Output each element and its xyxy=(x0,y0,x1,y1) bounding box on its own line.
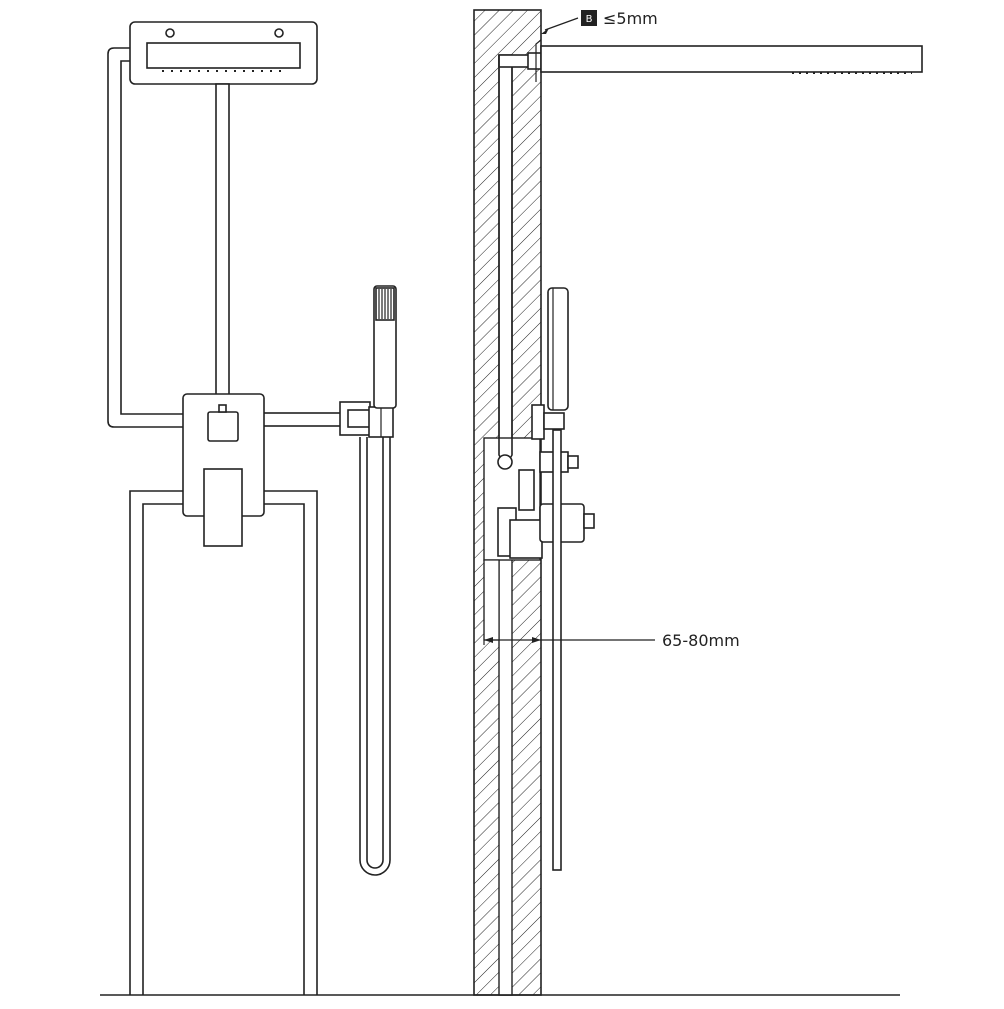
side-shower-arm xyxy=(527,39,923,82)
front-view xyxy=(107,21,397,995)
tile-gap-annotation: B ≤5mm xyxy=(541,9,658,34)
front-mixer-plate xyxy=(182,393,265,547)
front-hand-shower-pipe xyxy=(262,412,342,427)
front-supply-loop xyxy=(107,47,184,428)
front-wall-connector xyxy=(339,401,394,438)
side-mixer-body xyxy=(497,404,595,559)
front-water-supply-frame xyxy=(129,490,318,995)
tile-gap-marker: B xyxy=(586,14,593,25)
front-hand-shower xyxy=(373,285,397,409)
front-riser-pipe xyxy=(215,83,230,396)
front-hose xyxy=(359,437,391,876)
tile-gap-label: ≤5mm xyxy=(603,9,658,28)
front-shower-head xyxy=(129,21,318,85)
side-view: B ≤5mm 65-80mm xyxy=(473,9,923,996)
wall-depth-label: 65-80mm xyxy=(662,631,740,650)
side-hand-shower xyxy=(547,287,569,871)
wall-depth-annotation: 65-80mm xyxy=(483,560,740,650)
